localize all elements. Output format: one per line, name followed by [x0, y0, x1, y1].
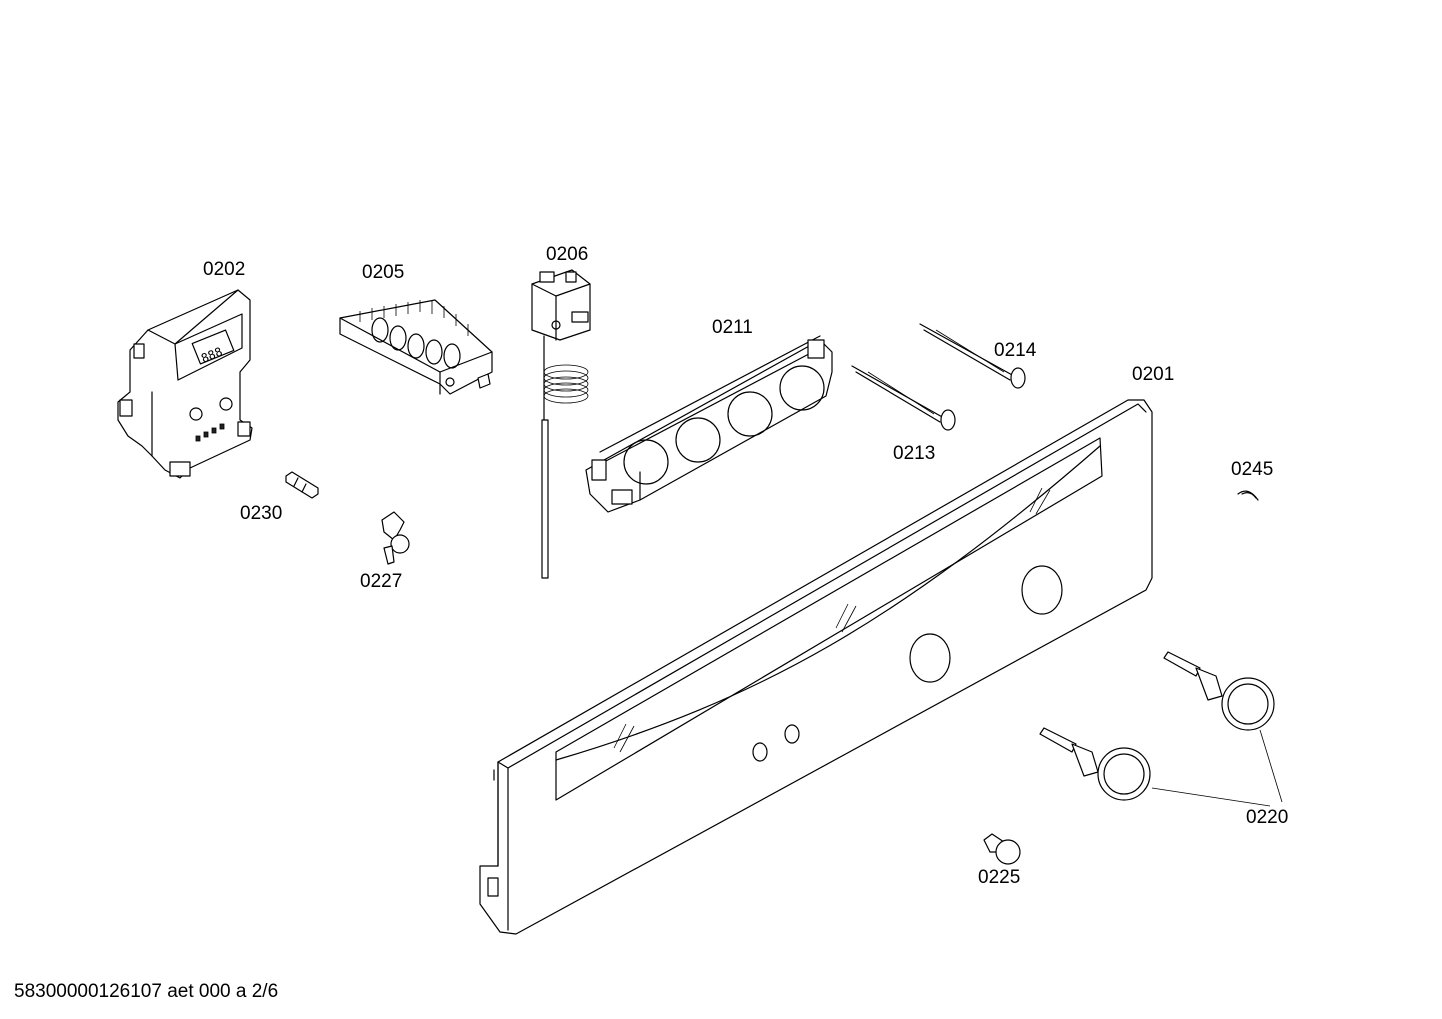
label-0201: 0201 — [1132, 364, 1175, 385]
part-0220-knob-lower — [1039, 727, 1151, 801]
part-0211-bracket — [585, 335, 833, 513]
part-0225-lamp — [983, 833, 1021, 865]
part-0227-clip — [381, 511, 410, 565]
label-0202: 0202 — [203, 259, 246, 280]
part-0205-selector-switch — [339, 299, 493, 395]
part-0202-clock-module: 888 — [117, 289, 253, 479]
label-0205: 0205 — [362, 262, 405, 283]
part-0213-indicator-lamp — [851, 365, 956, 431]
label-0206: 0206 — [546, 244, 589, 265]
part-0220-leader-lines — [1151, 729, 1283, 807]
part-0230-connector — [285, 471, 319, 499]
document-id: 58300000126107 aet 000 a 2/6 — [14, 981, 279, 1002]
label-0245: 0245 — [1231, 459, 1274, 480]
label-0214: 0214 — [994, 340, 1037, 361]
label-0220: 0220 — [1246, 807, 1289, 828]
label-0213: 0213 — [893, 443, 936, 464]
label-0225: 0225 — [978, 867, 1021, 888]
part-0214-indicator-lamp — [919, 323, 1026, 389]
label-0230: 0230 — [240, 503, 283, 524]
label-0227: 0227 — [360, 571, 403, 592]
label-0211: 0211 — [712, 317, 753, 338]
part-0201-control-panel — [479, 399, 1153, 935]
part-0220-knob-upper — [1163, 651, 1275, 731]
part-0206-thermostat — [531, 269, 591, 579]
part-0245-clip — [1237, 490, 1259, 501]
